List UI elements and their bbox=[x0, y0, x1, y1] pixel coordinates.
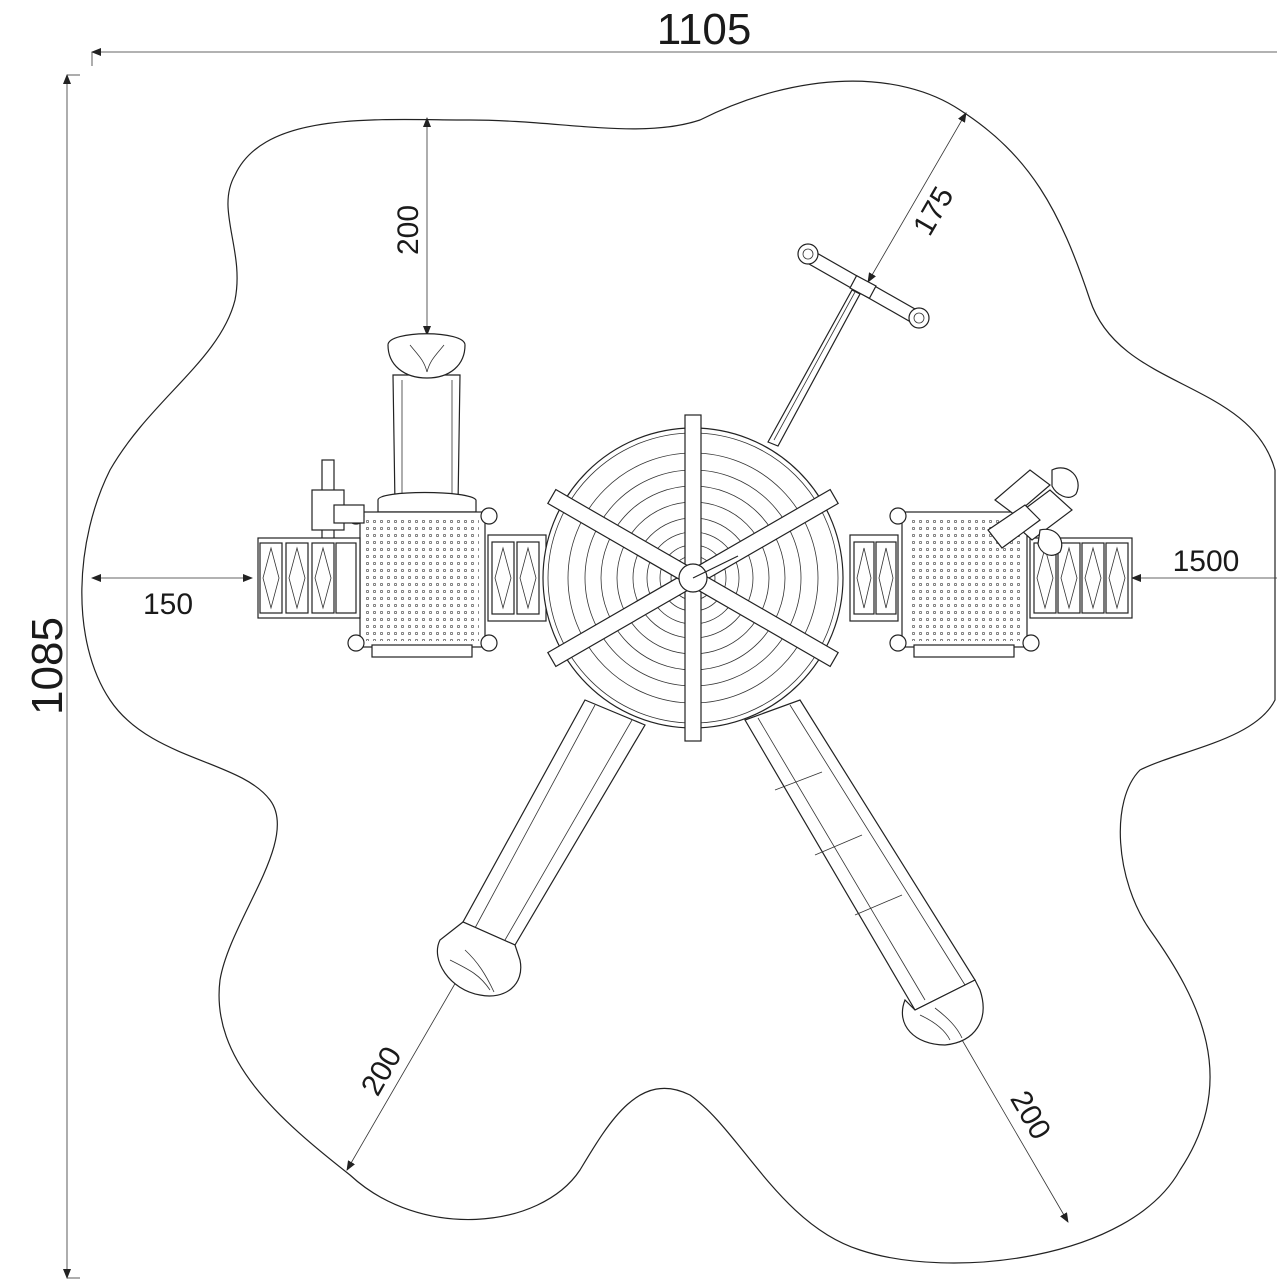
svg-text:1105: 1105 bbox=[657, 5, 752, 54]
central-dome bbox=[542, 414, 844, 742]
dimension-bottom-right-clearance: 200 bbox=[957, 1032, 1069, 1223]
dimension-diagonal-clearance: 175 bbox=[867, 112, 967, 283]
roof-element-right bbox=[987, 467, 1079, 556]
svg-text:1500: 1500 bbox=[1173, 545, 1240, 578]
bridge-right bbox=[849, 534, 899, 622]
safety-zone-outline bbox=[81, 80, 1276, 1264]
svg-text:200: 200 bbox=[355, 1041, 409, 1101]
dimension-left-clearance: 150 bbox=[91, 574, 253, 621]
dimension-bottom-left-clearance: 200 bbox=[346, 974, 461, 1171]
bridge-left bbox=[487, 534, 547, 622]
svg-text:175: 175 bbox=[907, 181, 961, 241]
dimension-overall-height: 1085 bbox=[23, 74, 80, 1279]
platform-left bbox=[347, 507, 498, 658]
dimension-overall-width: 1105 bbox=[91, 5, 1277, 66]
slide-bottom-right bbox=[744, 699, 984, 1046]
slide-bottom-left bbox=[436, 699, 646, 997]
svg-text:200: 200 bbox=[392, 205, 425, 255]
svg-text:150: 150 bbox=[143, 588, 193, 621]
lever-beam bbox=[767, 243, 930, 447]
steps-left bbox=[257, 537, 361, 619]
svg-text:1085: 1085 bbox=[23, 617, 72, 715]
svg-text:200: 200 bbox=[1003, 1085, 1057, 1145]
slide-top bbox=[377, 333, 477, 513]
dimension-right-clearance: 1500 bbox=[1131, 545, 1277, 582]
dimension-top-clearance: 200 bbox=[392, 117, 431, 336]
